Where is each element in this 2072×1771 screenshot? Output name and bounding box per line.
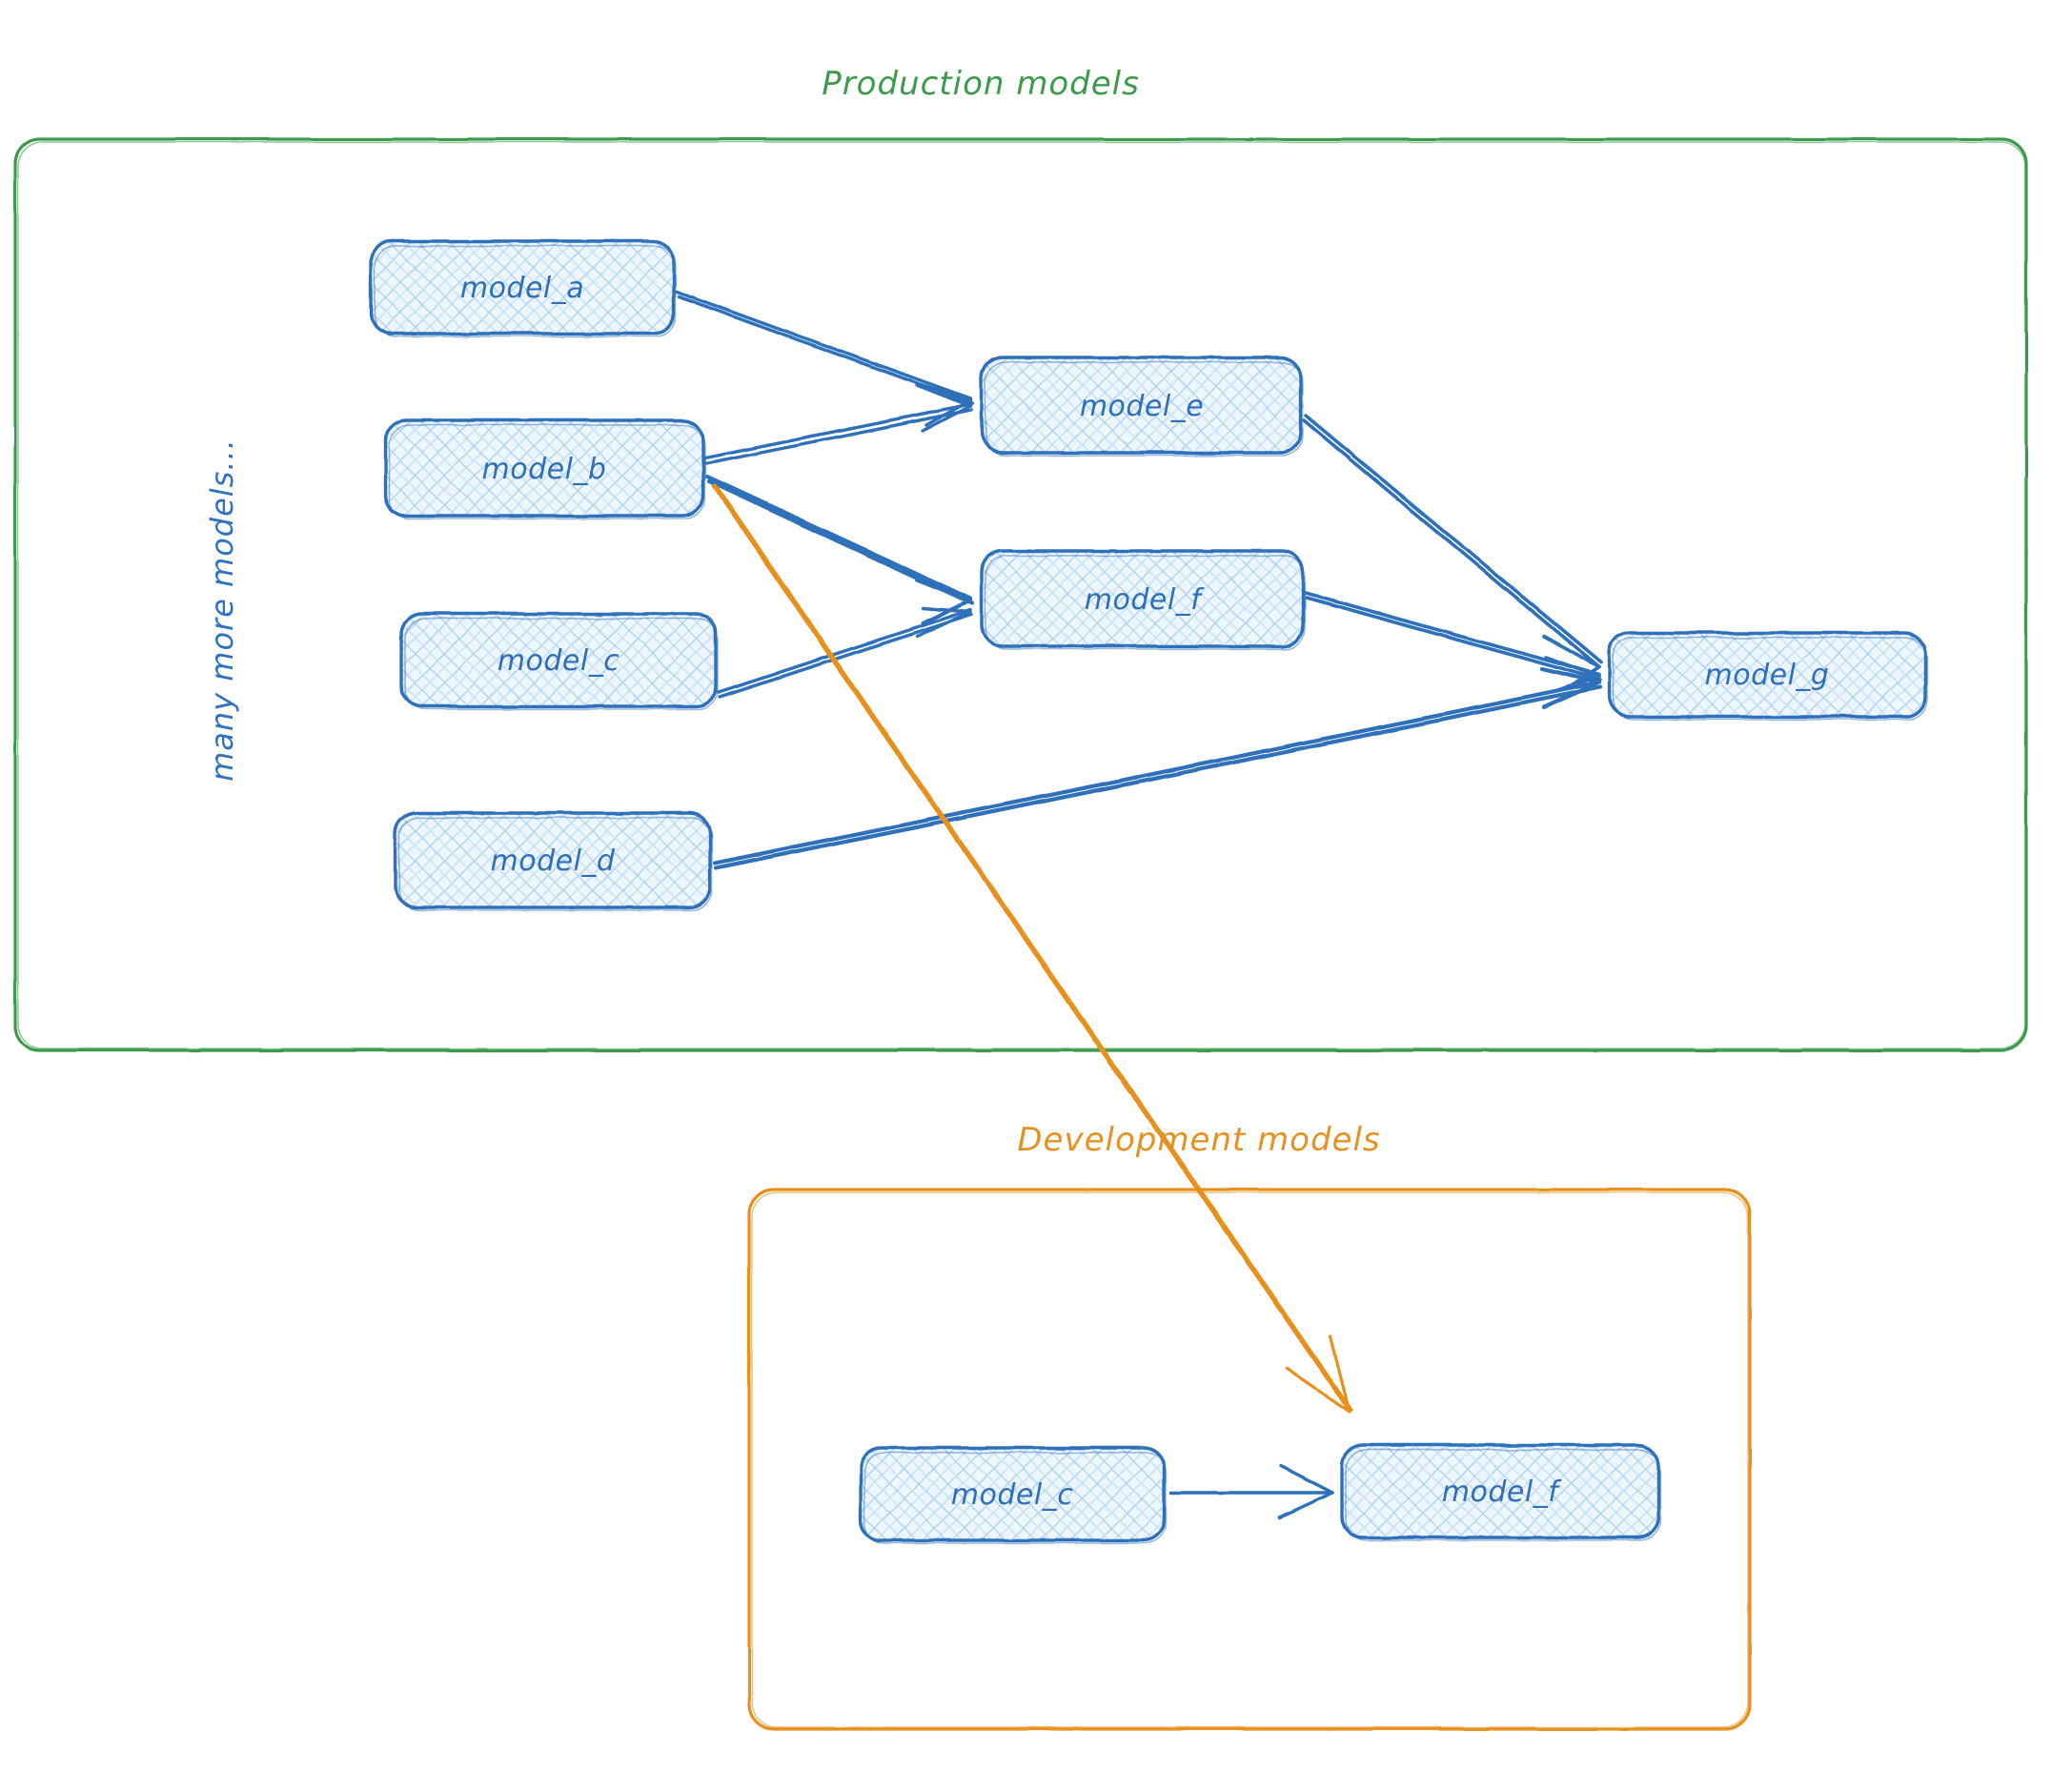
- edge-model_b-to-model_b-model_e: [703, 383, 973, 465]
- node-label: model_g: [1705, 659, 1830, 692]
- production-group-border-echo: [17, 141, 2026, 1049]
- node-label: model_f: [1085, 583, 1205, 617]
- node-dev_model_f[interactable]: model_f: [1340, 1443, 1661, 1541]
- development-group-border: [747, 1188, 1752, 1731]
- node-model_d[interactable]: model_d: [394, 811, 713, 911]
- edge-dev_model_c-to-dev_model_f: [1168, 1464, 1334, 1519]
- production-group-title: Production models: [822, 65, 1140, 103]
- many-more-models-note: many more models...: [204, 438, 240, 782]
- production-group-border: [13, 137, 2028, 1052]
- edge-model_d-to-model_g: [712, 666, 1603, 871]
- node-label: model_e: [1080, 390, 1204, 423]
- node-label: model_d: [491, 845, 616, 878]
- node-model_c[interactable]: model_c: [399, 612, 719, 710]
- node-label: model_a: [460, 272, 584, 305]
- node-dev_model_c[interactable]: model_c: [859, 1446, 1167, 1544]
- edge-model_b-to-model_f: [704, 474, 975, 626]
- node-label: model_b: [482, 453, 607, 486]
- node-model_b[interactable]: model_b: [383, 418, 706, 519]
- node-label: model_f: [1442, 1476, 1562, 1509]
- node-model_a[interactable]: model_a: [369, 239, 677, 337]
- node-label: model_c: [498, 644, 620, 678]
- node-model_f[interactable]: model_f: [980, 549, 1306, 650]
- node-model_e[interactable]: model_e: [980, 356, 1304, 457]
- development-group-title: Development models: [1017, 1121, 1380, 1159]
- edge-model_c-to-model_f: [717, 606, 973, 699]
- node-label: model_c: [951, 1478, 1073, 1512]
- node-model_g[interactable]: model_g: [1607, 631, 1928, 721]
- edge-model_b-to-dev_model_f: [711, 483, 1353, 1414]
- development-group-border-echo: [751, 1191, 1749, 1728]
